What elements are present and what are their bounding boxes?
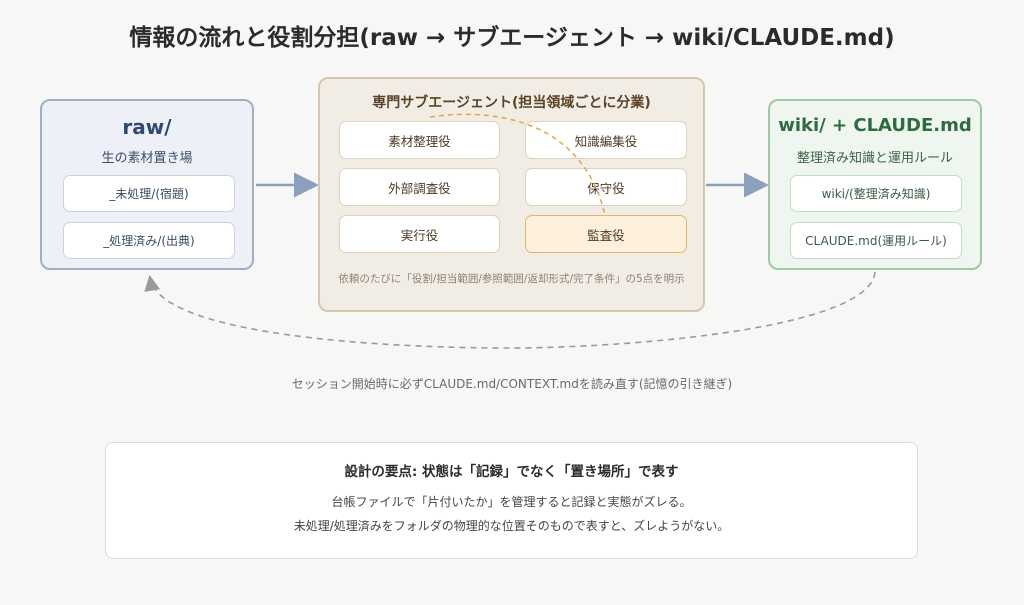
wiki-panel: wiki/ + CLAUDE.md 整理済み知識と運用ルール wiki/(整理済… xyxy=(768,99,982,270)
wiki-panel-title: wiki/ + CLAUDE.md xyxy=(778,115,972,136)
wiki-folder: wiki/(整理済み知識) xyxy=(790,175,962,212)
claude-md-file: CLAUDE.md(運用ルール) xyxy=(790,222,962,259)
design-note-heading: 設計の要点: 状態は「記録」でなく「置き場所」で表す xyxy=(344,464,679,480)
raw-panel-title: raw/ xyxy=(122,115,172,139)
raw-unprocessed-folder: _未処理/(宿題) xyxy=(63,175,235,212)
role-maintainer: 保守役 xyxy=(525,168,687,206)
subagents-instruction-note: 依頼のたびに「役割/担当範囲/参照範囲/返却形式/完了条件」の5点を明示 xyxy=(338,273,685,285)
subagents-panel: 専門サブエージェント(担当領域ごとに分業) 素材整理役 知識編集役 外部調査役 … xyxy=(318,77,705,312)
wiki-panel-subtitle: 整理済み知識と運用ルール xyxy=(796,151,953,166)
role-knowledge-editor: 知識編集役 xyxy=(525,121,687,159)
raw-panel: raw/ 生の素材置き場 _未処理/(宿題) _処理済み/(出典) xyxy=(40,99,254,270)
raw-processed-folder: _処理済み/(出典) xyxy=(63,222,235,259)
session-reload-loop-arrow xyxy=(144,271,876,349)
design-note-line-1: 台帳ファイルで「片付いたか」を管理すると記録と実態がズレる。 xyxy=(331,495,692,509)
role-executor: 実行役 xyxy=(339,215,500,253)
design-note-card: 設計の要点: 状態は「記録」でなく「置き場所」で表す 台帳ファイルで「片付いたか… xyxy=(105,442,918,559)
loop-caption: セッション開始時に必ずCLAUDE.md/CONTEXT.mdを読み直す(記憶の… xyxy=(291,377,733,391)
role-external-researcher: 外部調査役 xyxy=(339,168,500,206)
role-auditor: 監査役 xyxy=(525,215,687,253)
page-title: 情報の流れと役割分担(raw → サブエージェント → wiki/CLAUDE.… xyxy=(129,25,895,51)
role-material-organizer: 素材整理役 xyxy=(339,121,500,159)
design-note-line-2: 未処理/処理済みをフォルダの物理的な位置そのもので表すと、ズレようがない。 xyxy=(293,519,730,533)
subagents-panel-title: 専門サブエージェント(担当領域ごとに分業) xyxy=(372,95,651,111)
raw-panel-subtitle: 生の素材置き場 xyxy=(101,151,193,166)
